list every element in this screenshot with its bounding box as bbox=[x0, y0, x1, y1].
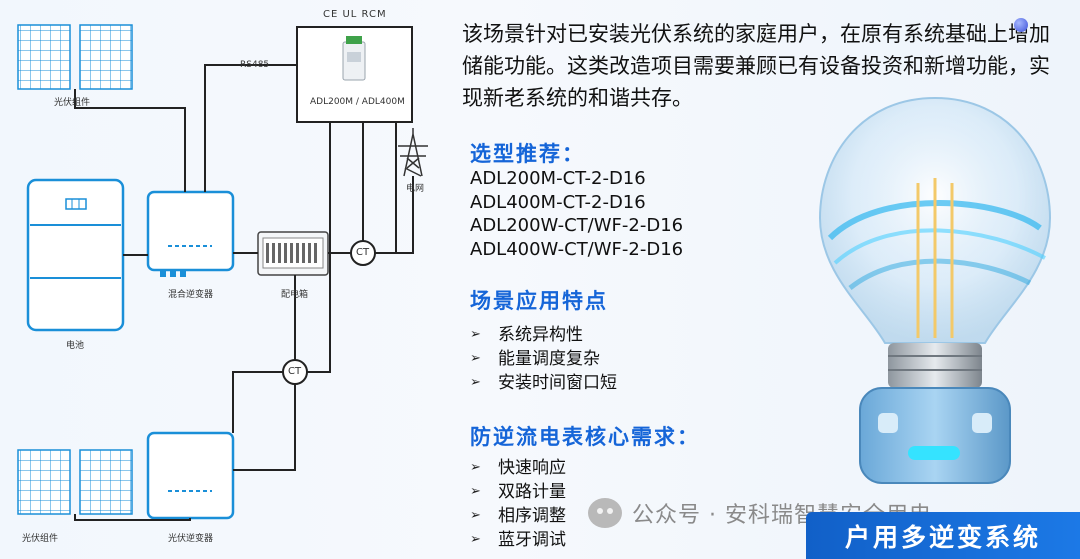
ct-sensor-2 bbox=[282, 359, 308, 385]
grid-label: 电网 bbox=[406, 184, 425, 194]
intro-text: 该场景针对已安装光伏系统的家庭用户，在原有系统基础上增加储能功能。这类改造项目需… bbox=[462, 22, 1050, 110]
arrow-icon: ➢ bbox=[470, 508, 481, 523]
system-diagram: CE UL RCM RS485 ADL200M / ADL400M 光伏组件 电… bbox=[0, 0, 450, 559]
meter-model-label: ADL200M / ADL400M bbox=[310, 97, 405, 107]
decorative-dot bbox=[1014, 18, 1028, 32]
model-list: ADL200M-CT-2-D16 ADL400M-CT-2-D16 ADL200… bbox=[470, 167, 683, 261]
pv-panels-bottom bbox=[17, 449, 133, 515]
model-item: ADL400W-CT/WF-2-D16 bbox=[470, 238, 684, 260]
arrow-icon: ➢ bbox=[470, 351, 481, 366]
model-item: ADL200W-CT/WF-2-D16 bbox=[470, 215, 684, 236]
pv-module-label-bottom: 光伏组件 bbox=[22, 534, 59, 544]
feature-item: ➢安装时间窗口短 bbox=[470, 373, 617, 393]
grid-tower-icon bbox=[398, 128, 428, 177]
hybrid-inverter-label: 混合逆变器 bbox=[168, 290, 214, 300]
ct-label-1: CT bbox=[356, 247, 370, 258]
meter-device-icon bbox=[342, 36, 366, 81]
cert-marks: CE UL RCM bbox=[323, 9, 387, 20]
pv-inverter bbox=[146, 431, 235, 520]
wiring-lines bbox=[74, 64, 414, 521]
requirements-list: ➢快速响应 ➢双路计量 ➢相序调整 ➢蓝牙调试 bbox=[470, 456, 566, 552]
light-bulb-illustration bbox=[790, 88, 1080, 518]
arrow-icon: ➢ bbox=[470, 327, 481, 342]
ct-sensor-1 bbox=[350, 240, 376, 266]
arrow-icon: ➢ bbox=[470, 460, 481, 475]
pv-panels-top bbox=[17, 24, 133, 90]
distribution-box-label: 配电箱 bbox=[281, 290, 309, 300]
selection-heading: 选型推荐： bbox=[470, 142, 585, 166]
title-banner: 户用多逆变系统 bbox=[806, 512, 1080, 559]
requirement-item: ➢双路计量 bbox=[470, 482, 566, 502]
rs485-label: RS485 bbox=[240, 60, 270, 70]
hybrid-inverter bbox=[146, 190, 235, 277]
watermark: 公众号 · 安科瑞智慧安全用电 bbox=[588, 497, 932, 529]
wechat-icon bbox=[588, 498, 622, 528]
pv-inverter-label: 光伏逆变器 bbox=[168, 534, 214, 544]
feature-item: ➢能量调度复杂 bbox=[470, 349, 600, 369]
requirement-item: ➢快速响应 bbox=[470, 458, 566, 478]
features-heading: 场景应用特点 bbox=[470, 289, 608, 313]
arrow-icon: ➢ bbox=[470, 375, 481, 390]
ct-label-2: CT bbox=[288, 366, 302, 377]
feature-item: ➢系统异构性 bbox=[470, 325, 583, 345]
model-item: ADL400M-CT-2-D16 bbox=[470, 191, 646, 213]
distribution-box bbox=[257, 231, 329, 276]
arrow-icon: ➢ bbox=[470, 484, 481, 499]
requirement-item: ➢相序调整 bbox=[470, 506, 566, 526]
arrow-icon: ➢ bbox=[470, 532, 481, 547]
model-item: ADL200M-CT-2-D16 bbox=[470, 168, 646, 189]
battery-unit bbox=[26, 178, 125, 332]
requirements-heading: 防逆流电表核心需求： bbox=[470, 425, 700, 449]
requirement-item: ➢蓝牙调试 bbox=[470, 530, 566, 550]
pv-module-label-top: 光伏组件 bbox=[54, 98, 91, 108]
battery-label: 电池 bbox=[66, 341, 85, 351]
features-list: ➢系统异构性 ➢能量调度复杂 ➢安装时间窗口短 bbox=[470, 323, 617, 395]
wiring-diagram bbox=[17, 24, 428, 521]
